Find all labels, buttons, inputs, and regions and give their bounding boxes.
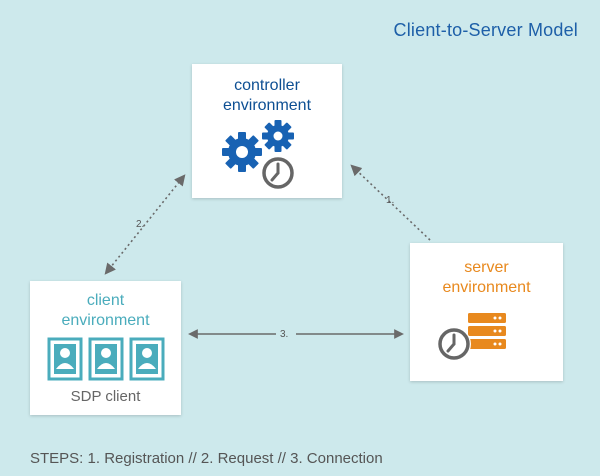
steps-legend: STEPS: 1. Registration // 2. Request // … — [30, 450, 383, 467]
arrow-step-1-label: 1. — [386, 195, 394, 206]
server-label: server environment — [442, 259, 531, 296]
controller-environment-box: controller environment — [192, 64, 342, 198]
server-clock-icon — [437, 313, 506, 361]
server-environment-box: server environment — [410, 243, 563, 381]
user-cards-icon — [47, 337, 165, 381]
client-environment-box: client environment SDP client — [30, 281, 181, 415]
controller-label: controller environment — [222, 77, 312, 114]
arrow-step-2-label: 2. — [136, 219, 144, 230]
gears-clock-icon — [222, 120, 295, 190]
arrow-step-3-label: 3. — [280, 329, 288, 340]
sdp-client-label: SDP client — [70, 388, 141, 405]
arrow-request — [104, 174, 186, 275]
client-label: client environment — [61, 292, 150, 329]
diagram-title: Client-to-Server Model — [393, 20, 578, 40]
